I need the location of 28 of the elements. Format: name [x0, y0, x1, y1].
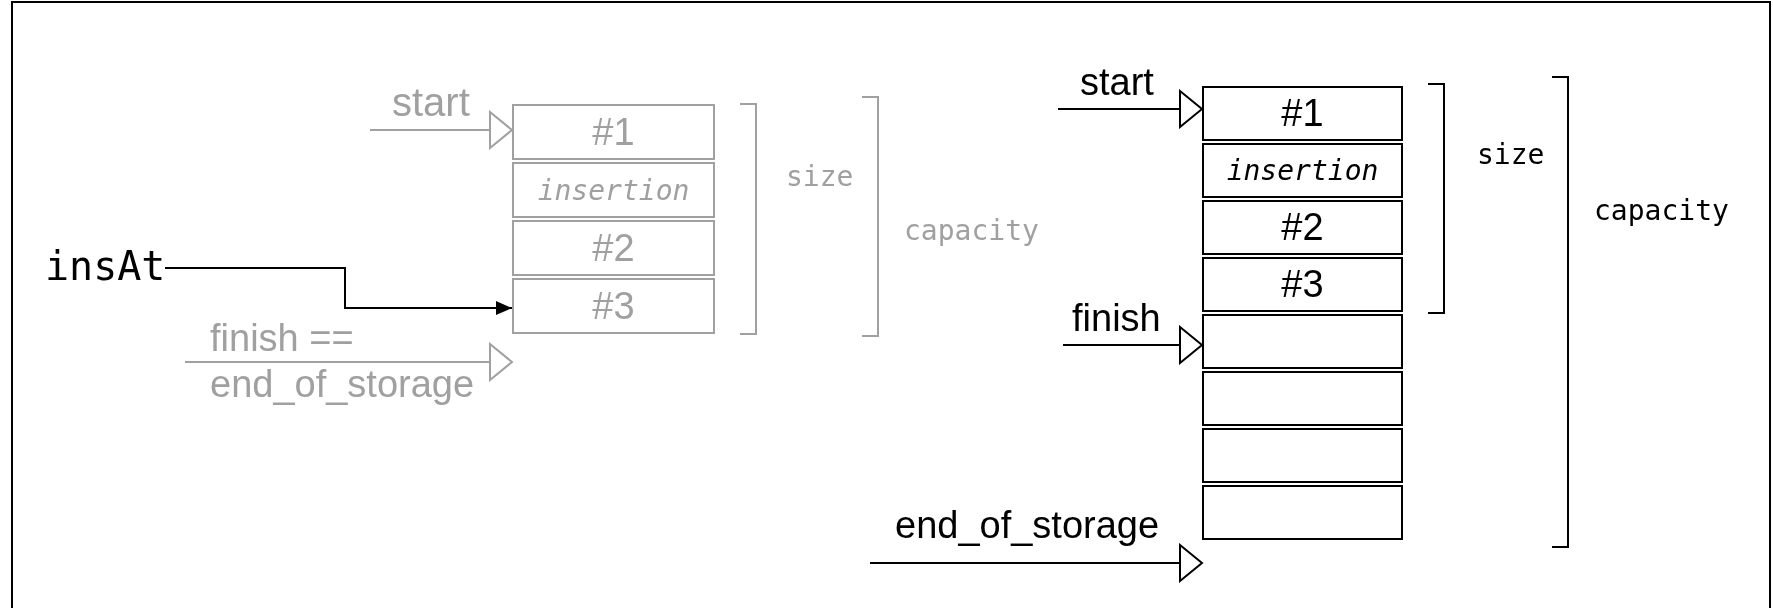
memory-cell: insertion — [512, 162, 715, 218]
pointer-arrow — [184, 343, 513, 381]
pointer-arrow — [1062, 326, 1203, 364]
memory-cell: insertion — [1202, 143, 1403, 198]
dimension-label: capacity — [1594, 196, 1729, 227]
memory-cell: #3 — [1202, 257, 1403, 312]
pointer-label: finish — [1063, 298, 1161, 350]
pointer-arrow — [369, 111, 513, 149]
memory-cell — [1202, 314, 1403, 369]
dimension-label: capacity — [904, 216, 1039, 247]
memory-cell: #3 — [512, 278, 715, 334]
memory-cell: #2 — [1202, 200, 1403, 255]
dimension-label: size — [786, 162, 854, 193]
memory-cell: #1 — [1202, 86, 1403, 141]
memory-cell — [1202, 371, 1403, 426]
pointer-arrow — [164, 267, 513, 315]
memory-cell — [1202, 428, 1403, 483]
memory-cell: #1 — [512, 104, 715, 160]
memory-cell — [1202, 485, 1403, 540]
pointer-label: start — [370, 80, 470, 136]
dimension-label: size — [1477, 140, 1545, 171]
pointer-label: end_of_storage — [870, 505, 1160, 569]
pointer-arrow — [869, 544, 1203, 582]
pointer-arrow — [1057, 90, 1203, 128]
pointer-label: start — [1058, 62, 1154, 114]
pointer-label: finish == end_of_storage — [185, 316, 510, 408]
pointer-label: insAt — [45, 244, 166, 288]
memory-cell: #2 — [512, 220, 715, 276]
